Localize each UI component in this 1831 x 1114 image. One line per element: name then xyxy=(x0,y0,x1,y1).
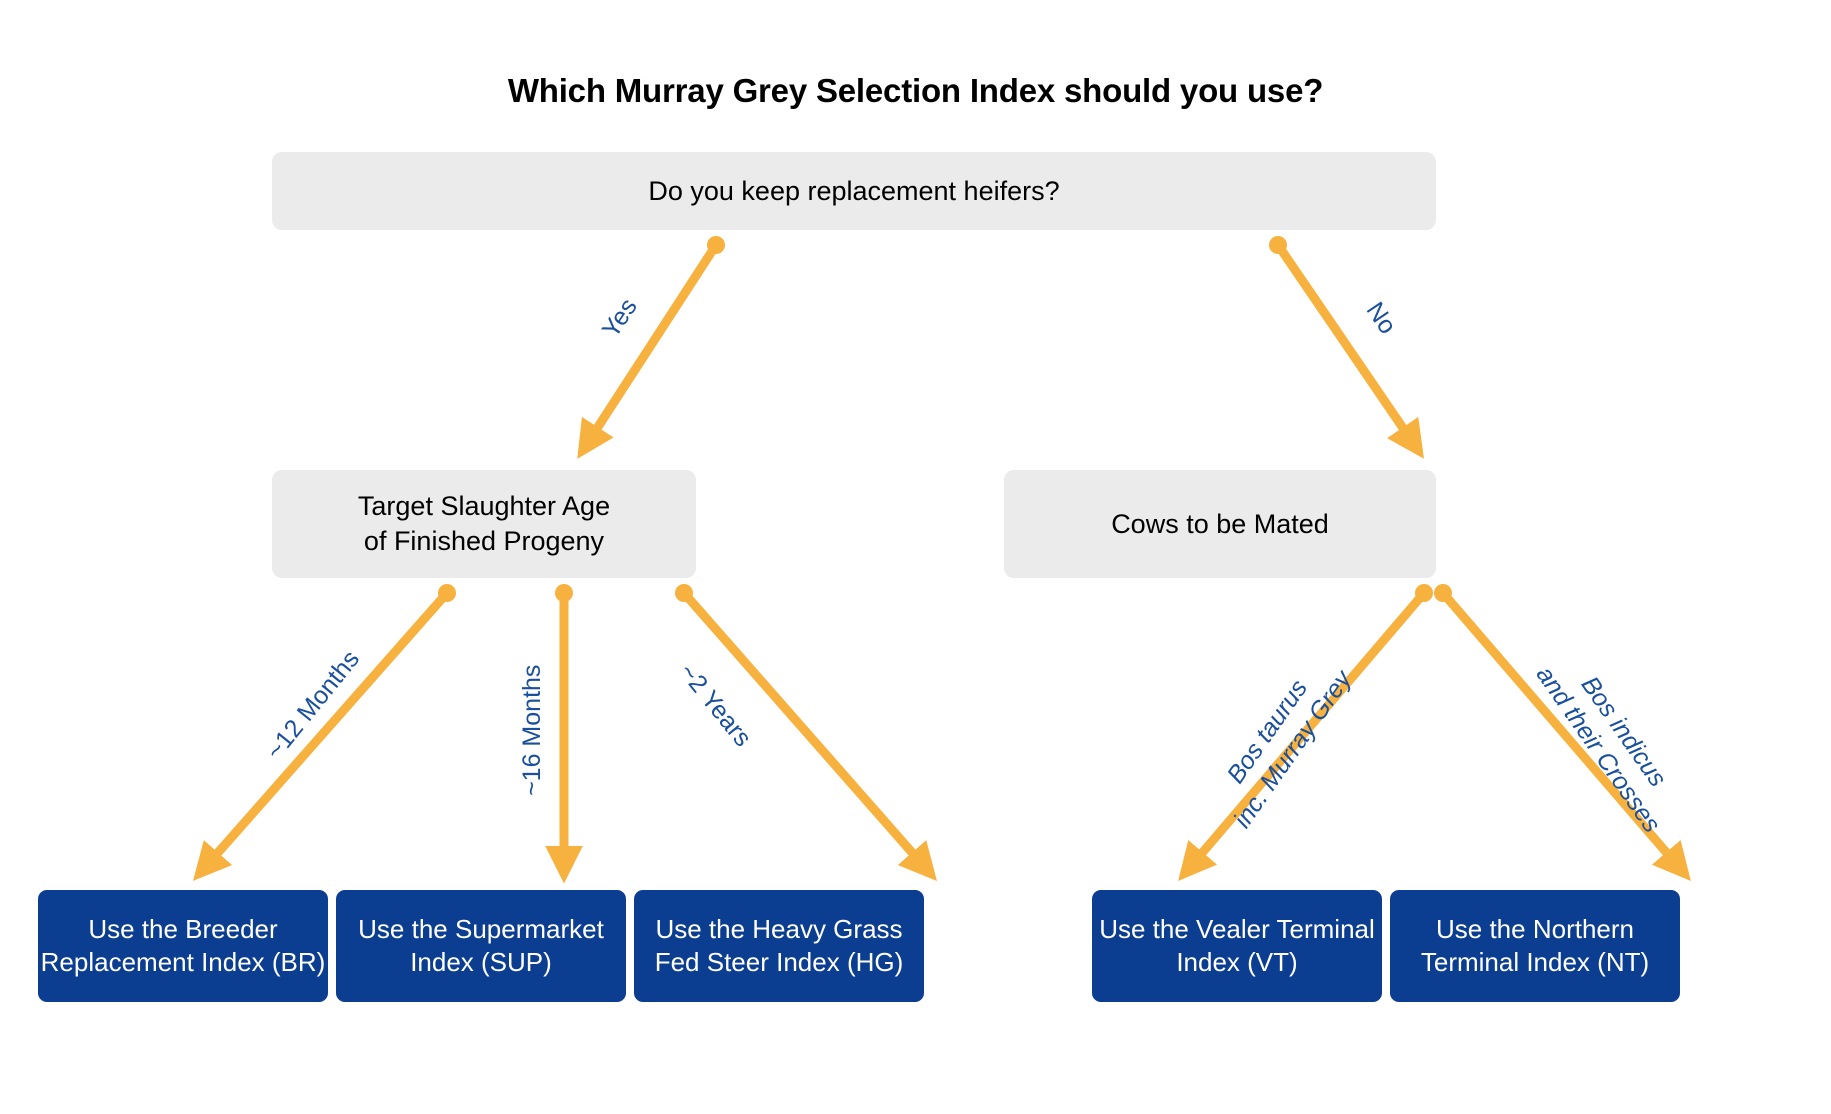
node-cows-to-be-mated[interactable]: Cows to be Mated xyxy=(1004,470,1436,578)
page-title: Which Murray Grey Selection Index should… xyxy=(507,72,1324,109)
node-heavy-grass-fed-steer-index[interactable]: Use the Heavy Grass Fed Steer Index (HG) xyxy=(634,890,924,1002)
arrow-16-months xyxy=(545,584,583,884)
node-breeder-replacement-index[interactable]: Use the Breeder Replacement Index (BR) xyxy=(38,890,328,1002)
edge-label-bos-indicus: Bos indicus and their Crosses xyxy=(1531,660,1672,838)
node-vealer-terminal-index[interactable]: Use the Vealer Terminal Index (VT) xyxy=(1092,890,1382,1002)
edge-label-yes: Yes xyxy=(596,293,643,343)
edge-label-2-years: ~2 Years xyxy=(673,658,757,752)
edge-label-16-months: ~16 Months xyxy=(517,664,546,796)
node-do-you-keep-replacement-heifers[interactable]: Do you keep replacement heifers? xyxy=(272,152,1436,230)
node-supermarket-index[interactable]: Use the Supermarket Index (SUP) xyxy=(336,890,626,1002)
edge-label-12-months: ~12 Months xyxy=(260,645,366,765)
edge-label-bos-taurus: Bos taurus inc. Murray Grey xyxy=(1221,665,1357,833)
edge-label-no: No xyxy=(1360,297,1402,340)
arrow-12-months xyxy=(192,584,456,881)
node-target-slaughter-age[interactable]: Target Slaughter Age of Finished Progeny xyxy=(272,470,696,578)
node-northern-terminal-index[interactable]: Use the Northern Terminal Index (NT) xyxy=(1390,890,1680,1002)
